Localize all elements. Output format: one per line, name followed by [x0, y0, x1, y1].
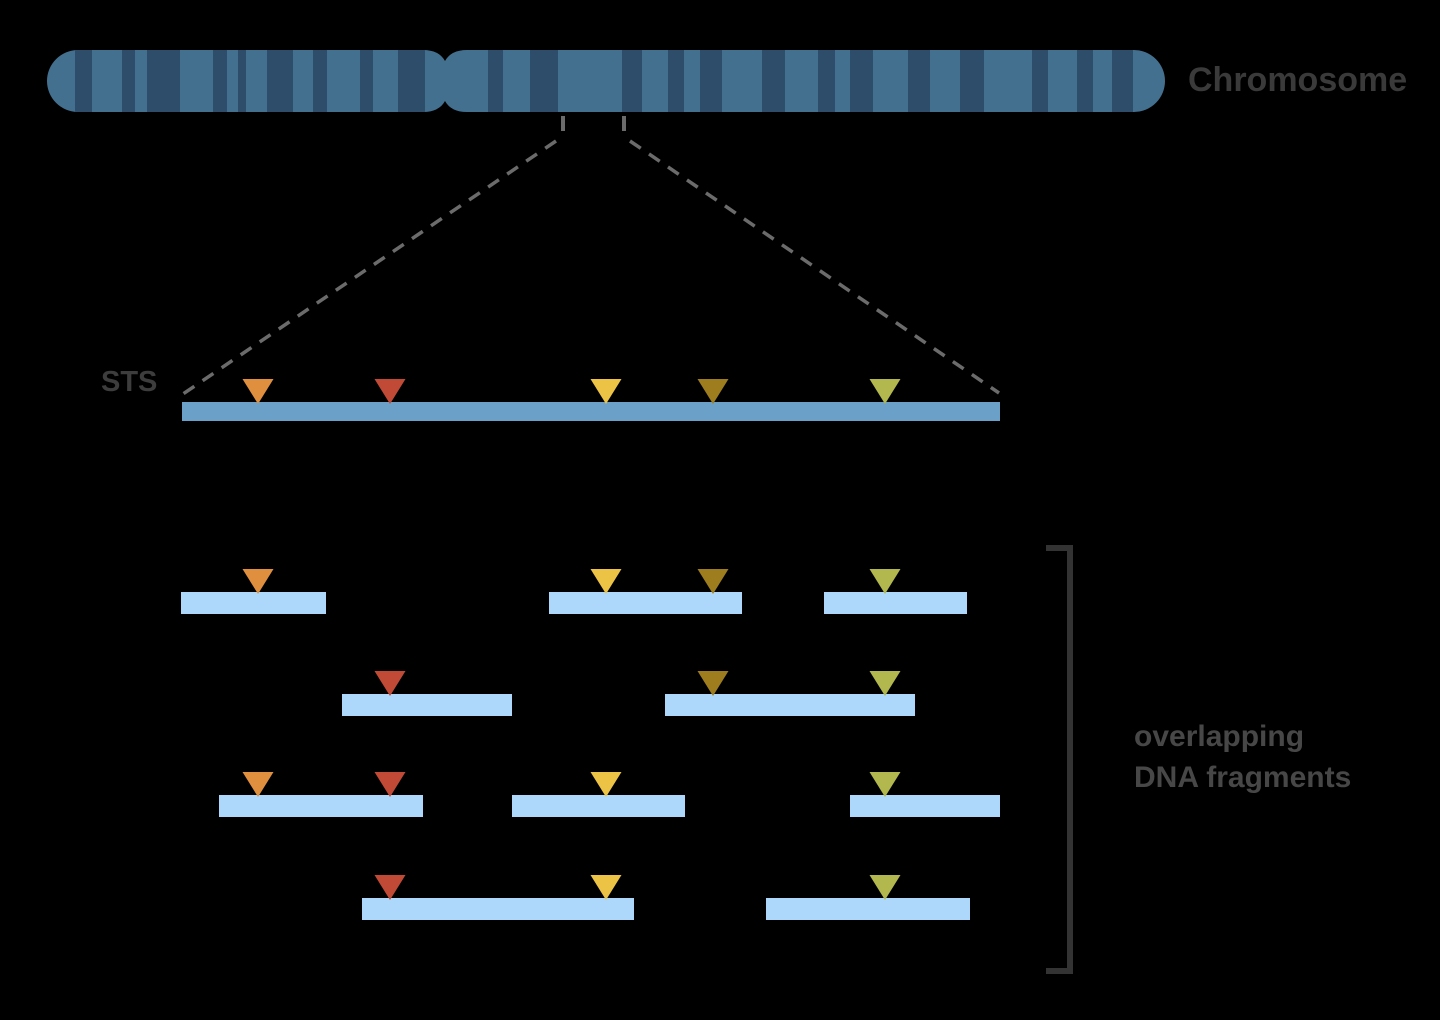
- chromosome-band: [1112, 50, 1133, 112]
- sts-marker-yellow-green: [869, 379, 901, 404]
- dna-fragment-bar: [181, 592, 326, 614]
- chromosome-band: [360, 50, 373, 112]
- chromosome-band: [700, 50, 722, 112]
- dna-fragment-bar: [665, 694, 915, 716]
- fragment-marker-yellow: [590, 875, 622, 900]
- chromosome-band: [908, 50, 930, 112]
- dna-fragment-bar: [342, 694, 512, 716]
- chromosome-band: [122, 50, 135, 112]
- fragment-marker-yellow-green: [869, 772, 901, 797]
- fragment-marker-yellow-green: [869, 671, 901, 696]
- dna-fragment-bar: [850, 795, 1000, 817]
- dna-fragment-bar: [824, 592, 967, 614]
- chromosome-band: [960, 50, 984, 112]
- fragment-marker-red: [374, 875, 406, 900]
- zoom-callout-dashed-line: [629, 139, 1000, 395]
- chromosome-band: [313, 50, 327, 112]
- dna-fragment-bar: [766, 898, 970, 920]
- bracket-bottom-arm: [1046, 968, 1073, 974]
- chromosome-band: [1032, 50, 1048, 112]
- fragment-marker-dark-gold: [697, 569, 729, 594]
- chromosome-band: [668, 50, 684, 112]
- chromosome-band: [818, 50, 835, 112]
- fragment-marker-red: [374, 671, 406, 696]
- chromosome-band: [267, 50, 293, 112]
- chromosome-band: [75, 50, 92, 112]
- fragment-marker-orange: [242, 569, 274, 594]
- chromosome-label: Chromosome: [1188, 61, 1408, 99]
- chromosome-band: [488, 50, 503, 112]
- fragment-marker-red: [374, 772, 406, 797]
- chromosome-band: [762, 50, 785, 112]
- chromosome-band: [1077, 50, 1093, 112]
- fragment-marker-yellow-green: [869, 569, 901, 594]
- sts-label: STS: [101, 366, 158, 398]
- chromosome-band: [213, 50, 227, 112]
- chromosome-band: [850, 50, 873, 112]
- fragment-marker-yellow: [590, 772, 622, 797]
- overlapping-dna-fragments-label: overlapping DNA fragments: [1134, 716, 1351, 798]
- chromosome-band: [147, 50, 180, 112]
- bracket-vertical: [1067, 545, 1073, 974]
- sts-marker-orange: [242, 379, 274, 404]
- caption-line-1: overlapping: [1134, 720, 1305, 753]
- fragment-marker-yellow: [590, 569, 622, 594]
- sts-bar: [182, 402, 1000, 421]
- dna-fragment-bar: [219, 795, 423, 817]
- fragment-marker-orange: [242, 772, 274, 797]
- dna-fragment-bar: [512, 795, 685, 817]
- sts-marker-red: [374, 379, 406, 404]
- fragment-marker-yellow-green: [869, 875, 901, 900]
- dna-fragment-bar: [362, 898, 634, 920]
- caption-line-2: DNA fragments: [1134, 761, 1352, 794]
- bracket-top-arm: [1046, 545, 1073, 551]
- zoom-callout-dashed-line: [182, 139, 557, 396]
- chromosome-band: [530, 50, 558, 112]
- chromosome-band: [622, 50, 642, 112]
- sts-marker-yellow: [590, 379, 622, 404]
- chromosome-band: [238, 50, 246, 112]
- dna-fragment-bar: [549, 592, 742, 614]
- fragment-marker-dark-gold: [697, 671, 729, 696]
- sts-marker-dark-gold: [697, 379, 729, 404]
- chromosome-band: [398, 50, 425, 112]
